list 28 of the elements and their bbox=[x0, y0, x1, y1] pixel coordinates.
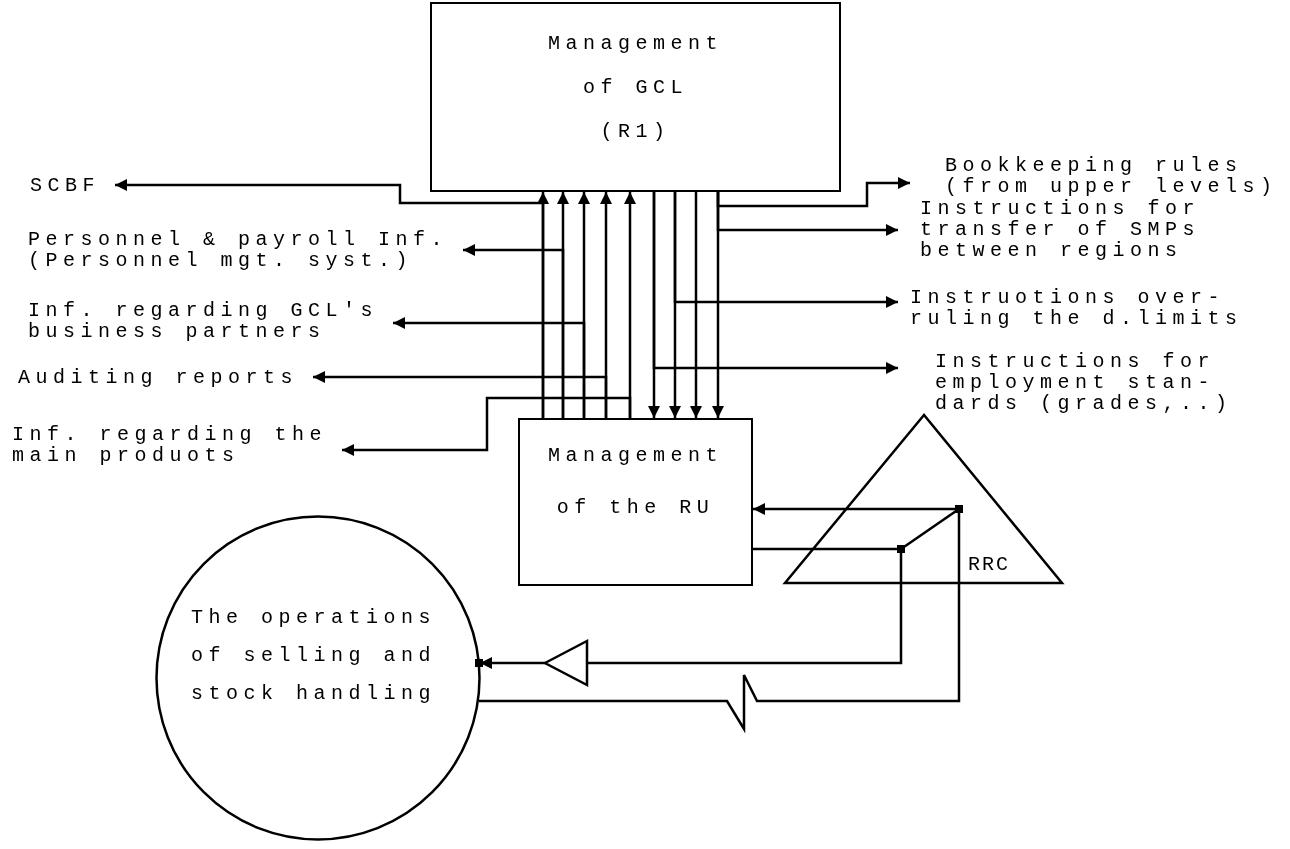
output-label: SCBF bbox=[30, 175, 101, 196]
arrow bbox=[652, 192, 898, 374]
arrow bbox=[313, 371, 608, 418]
regulator-triangle bbox=[784, 414, 1063, 584]
process-box bbox=[518, 418, 753, 586]
arrow bbox=[716, 192, 898, 236]
circle-label: The operations of selling and stock handling bbox=[191, 605, 438, 707]
process-box bbox=[430, 2, 841, 192]
arrow bbox=[393, 317, 586, 418]
output-label: Instruotions over- ruling the d.limits bbox=[910, 287, 1244, 329]
arrow bbox=[115, 179, 545, 418]
output-label: Bookkeeping rules (from upper levels) bbox=[945, 155, 1279, 197]
box-title: Management of GCL bbox=[547, 31, 724, 101]
output-label: Instructions for transfer of SMPs between regions bbox=[920, 198, 1202, 261]
output-label: Personnel & payroll Inf. (Personnel mgt. syst.) bbox=[28, 229, 450, 271]
output-label: Auditing reports bbox=[18, 367, 300, 388]
arrow bbox=[342, 396, 632, 456]
arrow bbox=[716, 177, 910, 208]
box-title: (R1) bbox=[599, 119, 672, 145]
output-label: Inf. regarding the main produots bbox=[12, 424, 329, 466]
output-label: Instructions for employment stan- dards (grades,..) bbox=[935, 351, 1234, 414]
regulator-label: RRC bbox=[968, 554, 1010, 575]
box-title: Management of the RU bbox=[547, 443, 724, 521]
arrow bbox=[673, 192, 898, 308]
arrow bbox=[463, 244, 565, 418]
arrow bbox=[690, 192, 702, 418]
process-circle bbox=[155, 515, 481, 841]
output-label: Inf. regarding GCL's business partners bbox=[28, 300, 380, 342]
